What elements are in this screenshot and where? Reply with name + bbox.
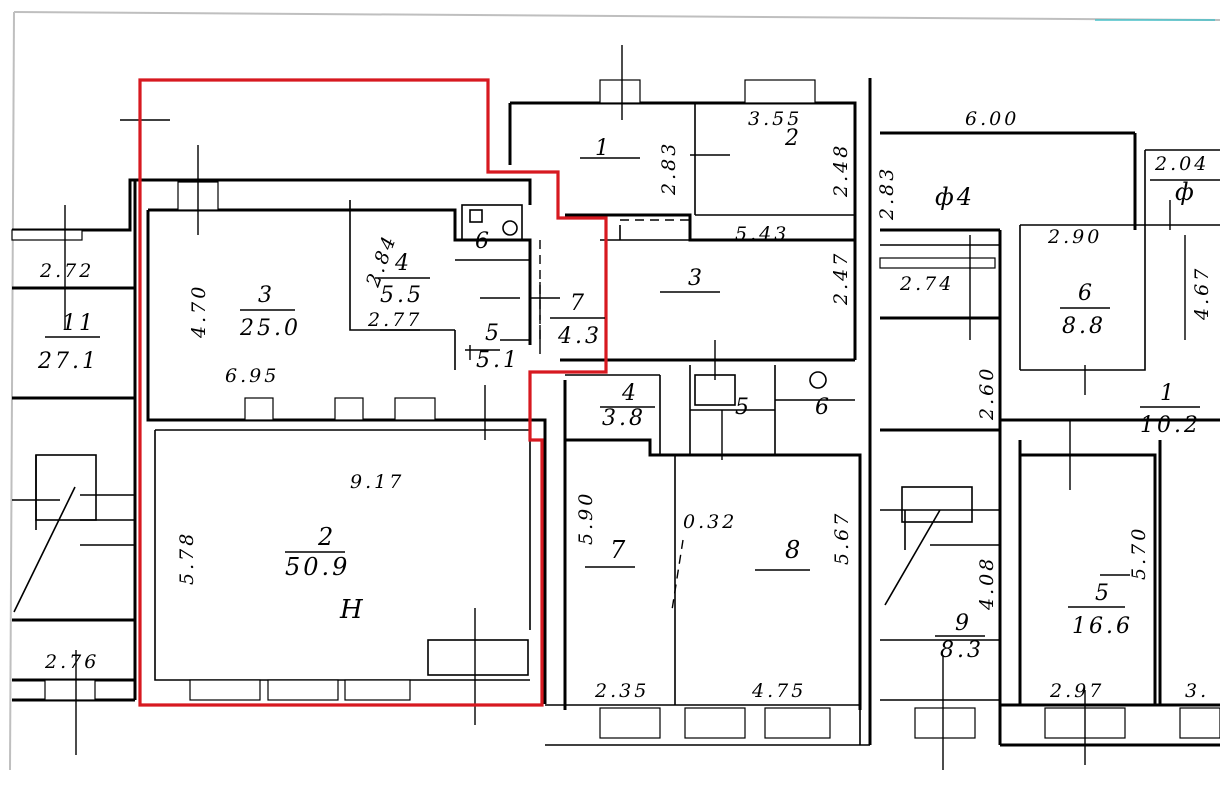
room-7b-number: 7 [610,536,628,564]
dim-label: 2.35 [594,680,649,702]
dim-label: 2.60 [976,366,998,421]
room-3b-number: 3 [688,266,705,291]
room-1c-number: 1 [1160,381,1177,406]
room-7-number: 7 [570,291,587,316]
highlighted-unit-outline [138,78,608,707]
room-6-wc-number: 6 [475,229,492,254]
main-room-area: 50.9 [285,553,350,581]
dim-label: 9.17 [350,471,404,493]
room-5-area: 5.1 [476,348,520,373]
room-3-number: 3 [258,283,275,308]
dim-label: 4.08 [976,556,998,611]
room-11-area: 27.1 [37,349,99,374]
dim-label: 5.90 [575,491,597,545]
main-room-number: 2 [317,523,336,551]
room-8-number: 8 [785,536,803,564]
dim-label: 2.74 [899,273,954,295]
room-5c-area: 16.6 [1072,614,1133,639]
dim-label: 2.90 [1047,226,1102,248]
dim-label: 4.75 [751,680,806,702]
room-1-number: 1 [595,136,612,161]
dim-label: 2.83 [876,166,898,221]
walls [12,78,1220,747]
room-6c-area: 8.8 [1062,314,1106,339]
room-9-area: 8.3 [940,638,984,663]
dimension-labels: 2.72 4.70 2.84 2.77 6.95 9.17 5.78 2.76 … [39,108,1213,702]
dim-label: 5.70 [1128,526,1150,580]
room-3-area: 25.0 [239,316,301,341]
dim-label: 2.77 [367,309,422,331]
room-f-number: ф [1175,178,1197,206]
dim-label: 3. [1185,680,1209,702]
page-left-edge [9,11,15,771]
dim-label: 2.72 [39,260,94,282]
dim-label: 2.83 [658,141,680,196]
dim-label: 4.70 [188,284,210,339]
dim-label: 2.76 [44,651,99,673]
dim-label: 2.04 [1154,153,1209,175]
dim-label: 6.00 [965,108,1019,130]
main-room-mark: H [339,595,366,625]
dim-label: 5.43 [735,223,789,245]
dim-label: 2.97 [1049,680,1104,702]
passages [40,219,1140,611]
room-4-area: 5.5 [380,283,424,308]
dim-label: 5.67 [831,511,853,565]
room-5-number: 5 [485,321,502,346]
room-1c-area: 10.2 [1140,413,1201,438]
dim-label: 2.47 [830,251,852,306]
room-labels: 11 27.1 3 25.0 4 5.5 6 5 5.1 7 4.3 1 2 3… [37,126,1201,663]
room-6b-number: 6 [815,395,832,420]
dim-label: 2.48 [830,143,852,198]
dim-label: 6.95 [225,365,279,387]
page-top-edge [13,11,1220,21]
dim-label: 3.55 [748,108,802,130]
room-4-number: 4 [394,251,412,276]
dimension-lines [64,45,1220,770]
room-11-number: 11 [62,311,96,336]
room-4b-number: 4 [621,381,639,406]
dim-label: 0.32 [683,511,737,533]
room-2-number: 2 [784,126,802,151]
room-6c-number: 6 [1078,281,1095,306]
room-9-number: 9 [955,611,972,636]
dim-label: 4.67 [1191,266,1213,321]
room-5c-number: 5 [1095,581,1112,606]
room-7-area: 4.3 [557,324,602,349]
windows [11,79,1220,739]
room-5b-number: 5 [735,395,752,420]
room-4b-area: 3.8 [602,406,646,431]
room-f4-number: ф4 [935,183,975,211]
dim-label: 5.78 [176,531,198,585]
